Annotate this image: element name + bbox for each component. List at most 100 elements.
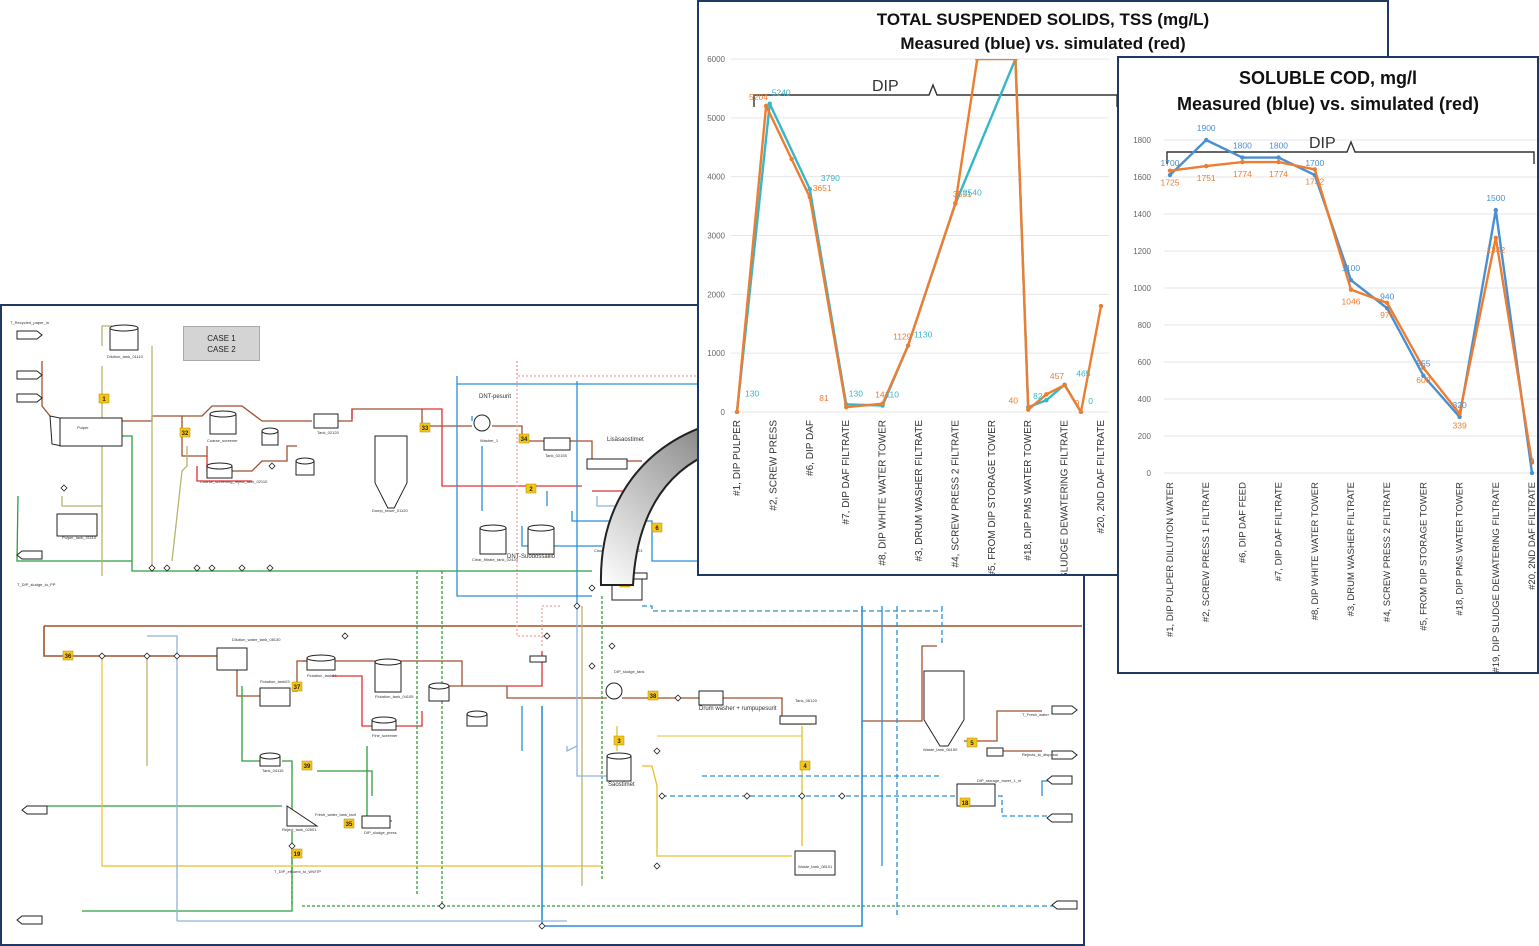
flow-stream [41,361,51,417]
mixer-icon [588,584,596,592]
unit-label: T_DIP_sludge_to_PP [17,582,56,587]
tss-category-label: #7, DIP DAF FILTRATE [841,420,852,525]
cod-data-label-red: 970 [1380,310,1394,320]
unit-label: DIP_sludge_press [364,830,397,835]
dilution-tank-01110 [109,324,139,351]
tss-data-label-blue: 465 [1076,369,1090,379]
flow-stream [642,765,792,857]
cod-category-label: #6, DIP DAF FEED [1237,482,1248,563]
tss-category-label: #3, DRUM WASHER FILTRATE [914,420,925,562]
flow-stream [282,760,293,816]
cod-data-label-blue: 0 [1530,456,1535,466]
tss-data-label-blue: 0 [1088,396,1093,406]
stream-tag: 4 [799,760,811,771]
reject-screen-1 [428,682,450,702]
tank-06120 [698,690,724,706]
unit-label: Clear_filtrate_tank_02420 [472,557,519,562]
flow-stream [207,445,297,472]
cod-data-point [1276,155,1281,160]
terminal-recycled-paper-in [16,330,43,340]
tss-category-label: #5, FROM DIP STORAGE TOWER [987,420,998,574]
flow-stream [492,425,547,442]
tss-category-label: #18, DIP PMS WATER TOWER [1023,420,1034,561]
cod-category-label: #3, DRUM WASHER FILTRATE [1346,482,1357,616]
tss-data-label-blue: 3540 [963,188,982,198]
terminal-dip-out-pm2 [1051,750,1078,760]
cod-category-label: #4, SCREW PRESS 2 FILTRATE [1382,482,1393,622]
cod-data-point [1312,167,1317,172]
svg-text:1: 1 [102,397,106,403]
mixer-icon [653,862,661,870]
cod-data-point [1457,411,1462,416]
tss-category-label: #19, DIP SLUDGE DEWATERING FILTRATE [1060,420,1071,574]
terminal-fresh-water-in [1046,775,1073,785]
dip-sludge-press [286,805,319,827]
cod-category-label: #7, DIP DAF FILTRATE [1274,482,1285,581]
cod-ytick-label: 0 [1147,469,1152,478]
mixer-icon [543,632,551,640]
unit-label: Tank_02155 [545,453,568,458]
cod-category-label: #5, FROM DIP STORAGE TOWER [1418,482,1429,631]
case-legend-box: CASE 1 CASE 2 [183,326,260,361]
tss-data-point [763,103,769,109]
mixer-icon [143,652,151,660]
stream-tag: 39 [301,760,313,771]
cod-ytick-label: 400 [1138,395,1152,404]
flow-stream [182,405,312,422]
terminal-dip-effluent-to-wwtp [16,915,43,925]
flow-stream [662,795,1052,817]
mixer-icon [98,652,106,660]
cod-data-point [1240,155,1245,160]
cod-data-point [1204,137,1209,143]
mixer-icon [268,462,276,470]
stream-tag: 19 [291,848,303,859]
flow-stream [366,746,392,822]
unit-label: Lisäsaostimet [607,437,644,443]
cod-data-label-red: 1046 [1342,297,1361,307]
cod-data-point [1276,159,1281,165]
pulper-tank-01110 [56,513,98,537]
svg-text:33: 33 [422,426,429,432]
stream-tag: 36 [62,650,74,661]
cod-category-label: #2, SCREW PRESS 1 FILTRATE [1201,482,1212,622]
flow-stream [101,325,112,346]
stream-tag: 3 [613,735,625,746]
mixer-icon [838,792,846,800]
mixer-icon [538,922,546,930]
coarse-screener [209,410,237,435]
cod-data-label-red: 339 [1453,421,1467,431]
flotation-tank-04105 [306,654,336,671]
unit-label: DNT-Suodossäiliö [507,554,556,560]
cod-category-label: #20, 2ND DAF FILTRATE [1527,482,1537,590]
cod-data-point [1167,168,1173,173]
tss-data-point [1098,303,1104,309]
mixer-icon [573,602,581,610]
flow-stream [61,496,102,507]
cod-data-point [1421,365,1426,371]
tss-data-point [844,405,849,410]
stream-tag: 32 [179,427,191,438]
tss-ytick-label: 1000 [707,349,725,358]
flow-stream [82,831,293,912]
tss-plot-area [734,59,1104,414]
tss-data-label-red: 3551 [953,189,972,199]
tss-data-label-blue: 1130 [914,330,933,340]
mixer-icon [341,632,349,640]
unit-label: Tank_04115 [262,768,284,773]
cod-dip-brace [1166,140,1535,164]
flow-stream [241,686,267,762]
cod-ytick-label: 1400 [1133,210,1151,219]
svg-text:36: 36 [65,654,72,660]
tss-data-label-blue: 5240 [772,88,791,98]
flow-stream [516,361,547,637]
cod-data-label-red: 1751 [1197,173,1216,183]
stream-tag: 34 [518,433,530,444]
tss-data-point [767,101,772,106]
dump-tower-01120 [374,435,408,509]
cod-data-label-red: 1732 [1305,176,1324,186]
svg-text:35: 35 [346,822,353,828]
tss-data-point [1044,392,1049,397]
flow-stream [101,656,602,867]
svg-text:2: 2 [529,487,533,493]
cod-dip-label: DIP [1309,135,1336,152]
